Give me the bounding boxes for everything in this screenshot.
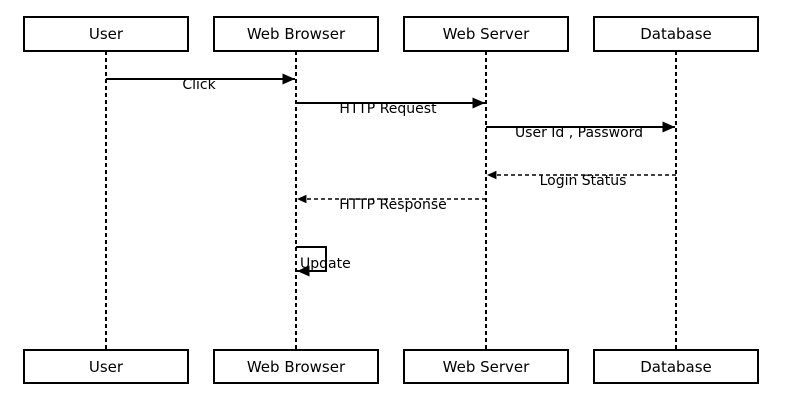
- actor-database-bottom: Database: [593, 349, 759, 384]
- actor-web-browser-bottom: Web Browser: [213, 349, 379, 384]
- actor-web-server-top: Web Server: [403, 16, 569, 52]
- actor-web-browser-top: Web Browser: [213, 16, 379, 52]
- actor-label: User: [89, 358, 124, 376]
- message-label: Click: [182, 77, 216, 93]
- actor-web-server-bottom: Web Server: [403, 349, 569, 384]
- actor-user-top: User: [23, 16, 189, 52]
- actor-user-bottom: User: [23, 349, 189, 384]
- message-label: HTTP Request: [339, 101, 437, 117]
- message-click: Click: [106, 73, 295, 93]
- actor-label: Database: [640, 25, 712, 43]
- message-label: User Id , Password: [515, 125, 643, 141]
- actor-label: User: [89, 25, 124, 43]
- message-http-request: HTTP Request: [296, 97, 485, 117]
- arrow-update-self: [296, 246, 327, 277]
- actor-label: Web Server: [443, 25, 530, 43]
- actor-label: Web Browser: [247, 358, 346, 376]
- message-label: Update: [300, 256, 351, 272]
- message-http-response: HTTP Response: [297, 194, 486, 213]
- actor-database-top: Database: [593, 16, 759, 52]
- actor-label: Web Browser: [247, 25, 346, 43]
- message-update: Update: [296, 246, 351, 277]
- message-label: Login Status: [540, 173, 627, 189]
- message-label: HTTP Response: [339, 197, 447, 213]
- actor-label: Database: [640, 358, 712, 376]
- message-login-status: Login Status: [487, 170, 676, 189]
- actor-label: Web Server: [443, 358, 530, 376]
- message-credentials: User Id , Password: [486, 121, 675, 141]
